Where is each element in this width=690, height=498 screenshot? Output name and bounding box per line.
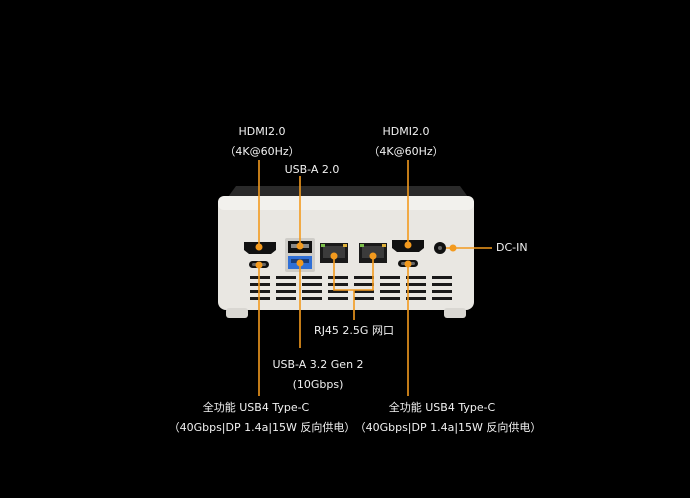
label-usba32-title: USB-A 3.2 Gen 2 — [272, 358, 364, 371]
orange-dot-icon — [255, 261, 263, 269]
orange-dot-icon — [255, 243, 263, 251]
orange-dot-icon — [404, 260, 412, 268]
label-rj45: RJ45 2.5G 网口 — [314, 324, 394, 337]
label-hdmi-left-spec: （4K@60Hz） — [224, 145, 300, 158]
label-hdmi-right-title: HDMI2.0 — [382, 125, 430, 138]
vent-grille — [250, 276, 452, 300]
label-usb4-right-title: 全功能 USB4 Type-C — [388, 401, 496, 414]
orange-dot-icon — [369, 252, 377, 260]
device-foot-right — [444, 308, 466, 318]
device-top-edge — [218, 196, 474, 210]
label-usb4-left-title: 全功能 USB4 Type-C — [202, 401, 310, 414]
label-usba32-spec: (10Gbps) — [292, 378, 344, 391]
label-hdmi-right-spec: （4K@60Hz） — [368, 145, 444, 158]
orange-dot-icon — [404, 241, 412, 249]
label-usb4-left-spec: （40Gbps|DP 1.4a|15W 反向供电） — [168, 421, 356, 434]
label-usba2: USB-A 2.0 — [284, 163, 340, 176]
callout-lines — [258, 160, 492, 396]
orange-dot-icon — [330, 252, 338, 260]
callout-dots — [255, 241, 457, 269]
label-usb4-right-spec: （40Gbps|DP 1.4a|15W 反向供电） — [354, 421, 542, 434]
orange-dot-icon — [296, 242, 304, 250]
device-top-lid — [228, 186, 468, 197]
orange-dot-icon — [449, 244, 457, 252]
label-dcin: DC-IN — [496, 241, 528, 254]
orange-dot-icon — [296, 259, 304, 267]
label-hdmi-left-title: HDMI2.0 — [238, 125, 286, 138]
device-foot-left — [226, 308, 248, 318]
